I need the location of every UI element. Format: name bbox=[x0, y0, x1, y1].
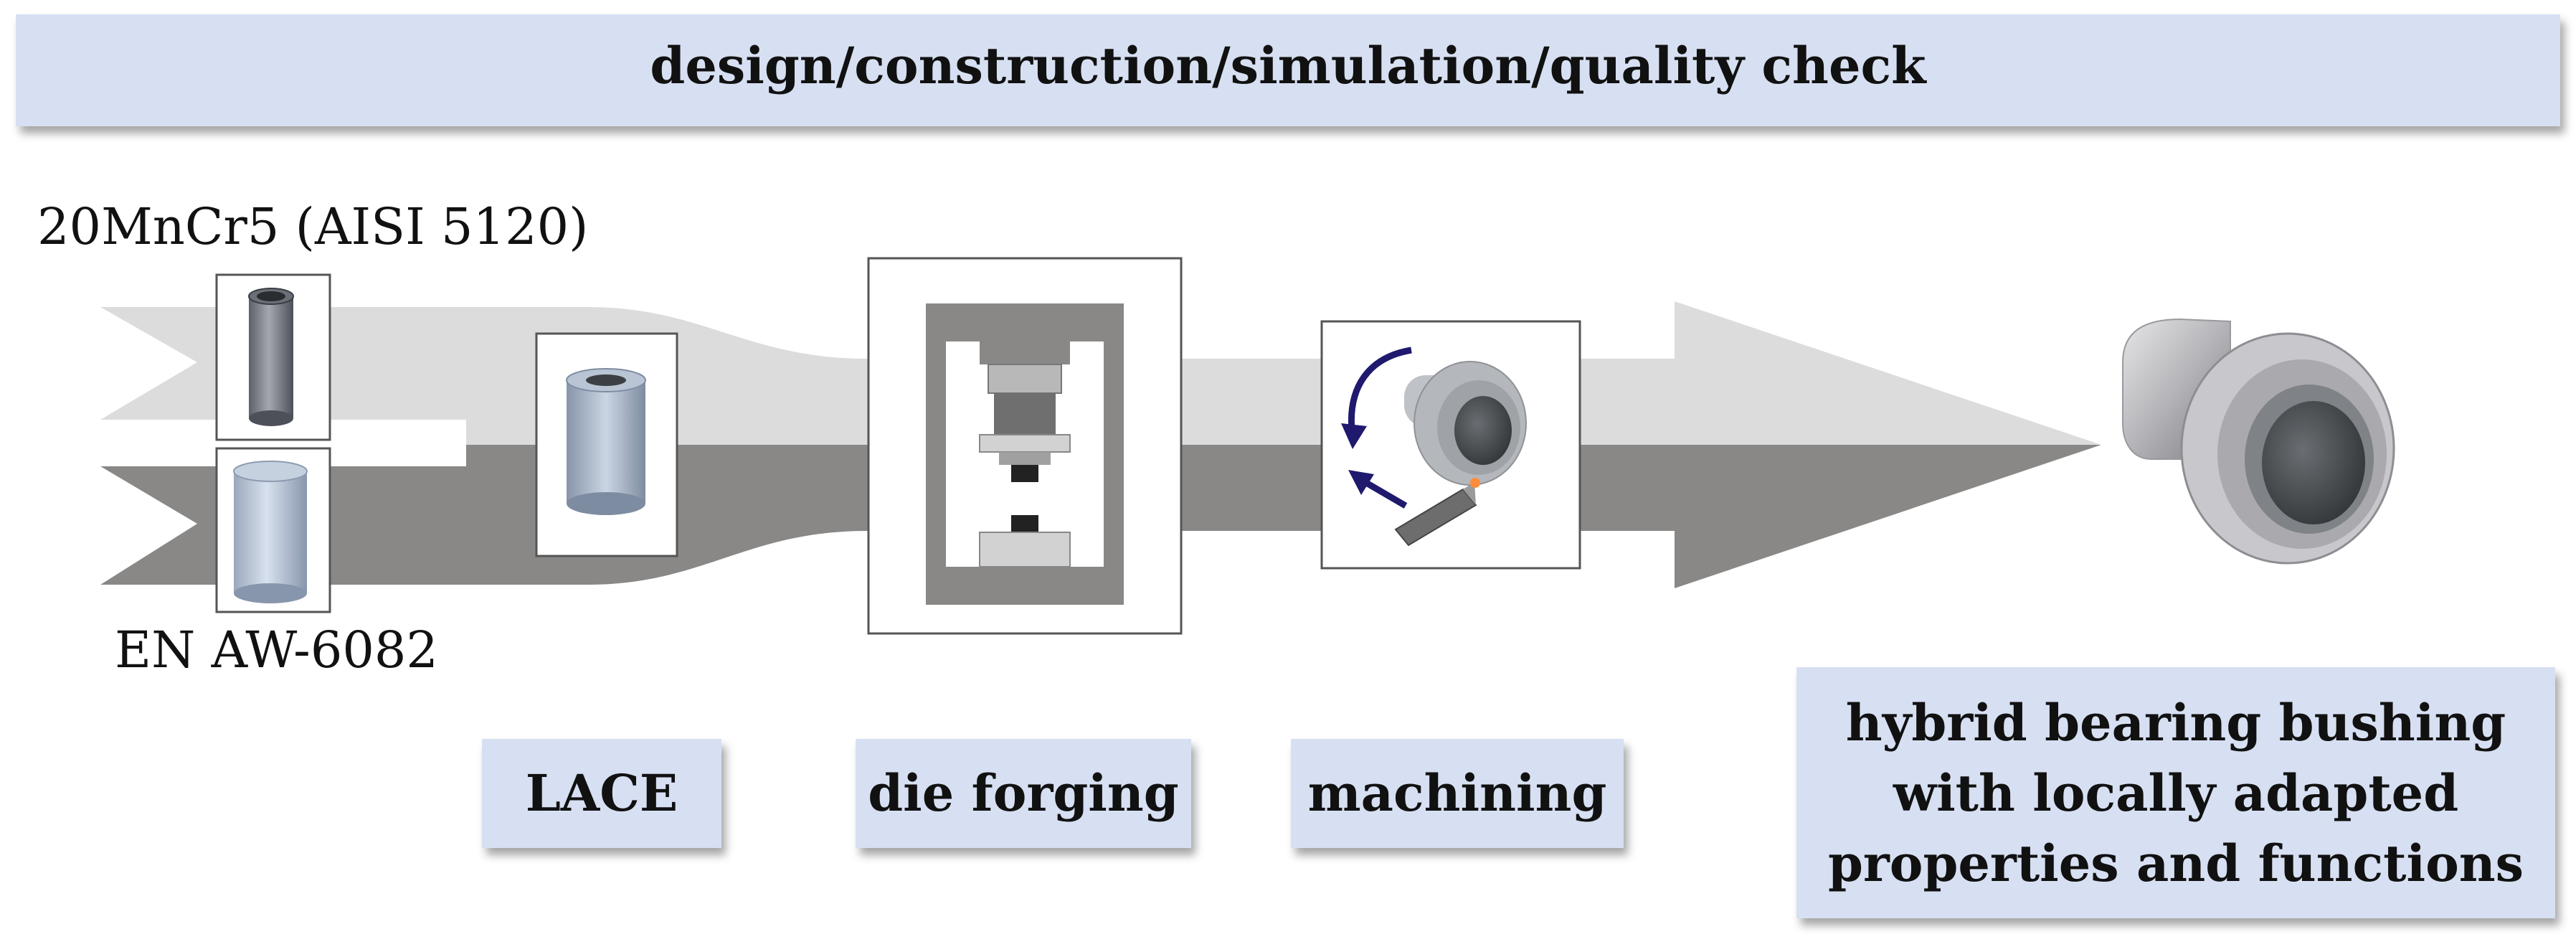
step-label-die-forging-text: die forging bbox=[868, 763, 1179, 823]
step-label-lace-text: LACE bbox=[526, 763, 678, 823]
step-label-machining-text: machining bbox=[1308, 763, 1607, 823]
step-label-machining: machining bbox=[1291, 739, 1624, 848]
bearing-bushing-icon bbox=[2122, 318, 2395, 565]
result-label: hybrid bearing bushing with locally adap… bbox=[1796, 667, 2555, 918]
header-banner-bg bbox=[16, 14, 2560, 126]
result-label-line-3: properties and functions bbox=[1828, 834, 2524, 893]
machining-box bbox=[1320, 320, 1581, 570]
aluminum-rod-box bbox=[215, 447, 331, 613]
rotation-arrow-icon bbox=[1341, 347, 1412, 449]
steel-tube-box bbox=[215, 273, 331, 441]
steel-material-label: 20MnCr5 (AISI 5120) bbox=[37, 197, 588, 256]
aluminum-material-label: EN AW-6082 bbox=[115, 621, 438, 679]
result-label-line-1: hybrid bearing bushing bbox=[1846, 693, 2506, 753]
forging-press-icon bbox=[926, 303, 1124, 605]
feed-arrow-icon bbox=[1348, 470, 1408, 509]
machined-part-icon bbox=[1404, 361, 1527, 486]
lace-billet-box bbox=[535, 332, 678, 557]
cutting-tool-icon bbox=[1394, 478, 1480, 547]
hybrid-billet-icon bbox=[566, 368, 646, 515]
header-text: design/construction/simulation/quality c… bbox=[650, 36, 1927, 95]
die-forging-box bbox=[867, 257, 1183, 635]
result-label-line-2: with locally adapted bbox=[1893, 763, 2458, 823]
header-banner: design/construction/simulation/quality c… bbox=[16, 14, 2560, 126]
arrow-head-lower bbox=[1675, 445, 2101, 588]
step-label-lace: LACE bbox=[482, 739, 721, 848]
step-label-die-forging: die forging bbox=[856, 739, 1191, 848]
steel-tube-icon bbox=[248, 288, 294, 426]
arrow-head-upper bbox=[1675, 301, 2101, 445]
aluminum-rod-icon bbox=[233, 461, 308, 603]
